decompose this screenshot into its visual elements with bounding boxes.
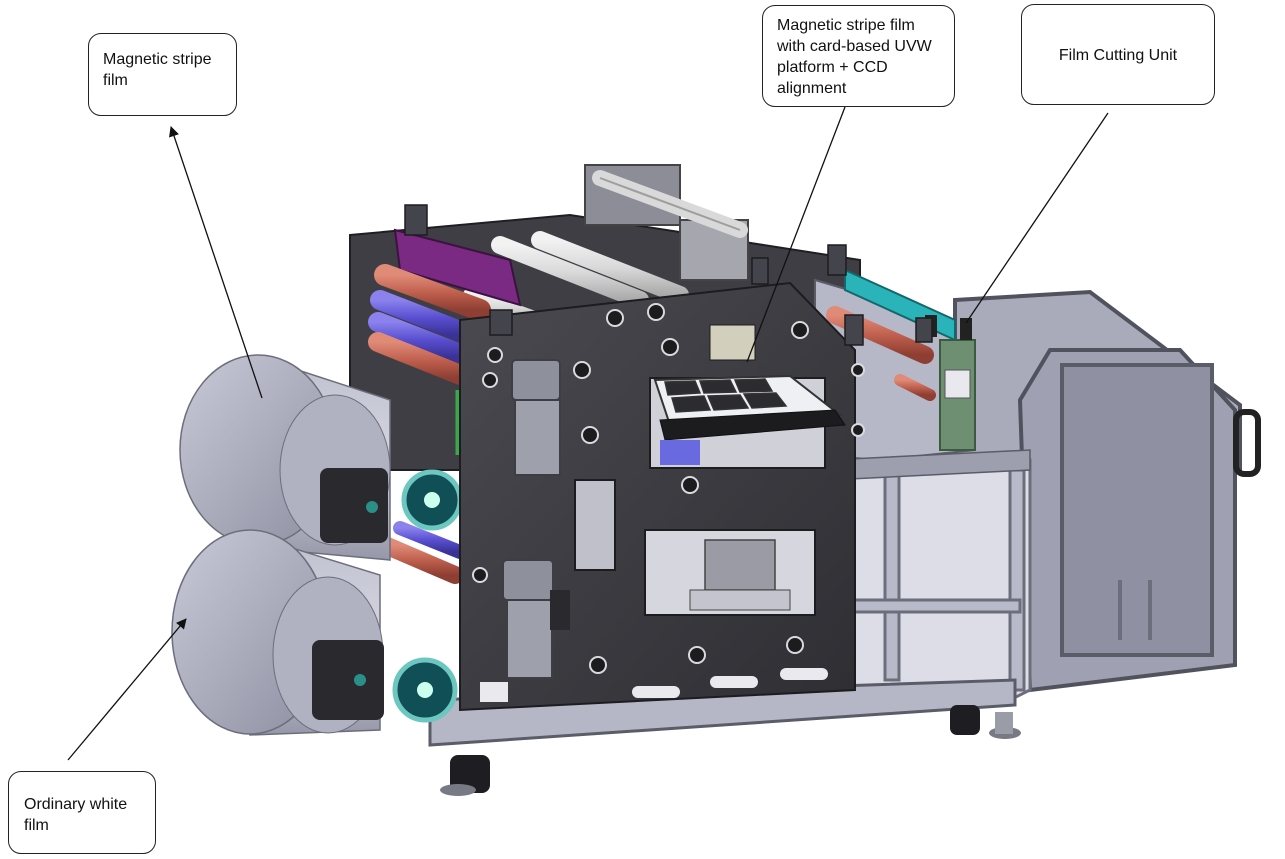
adjustment-knobs	[404, 204, 933, 346]
gear-motor-upper	[511, 359, 561, 476]
caster-wheels	[440, 705, 1021, 796]
leader-cutting-unit	[965, 112, 1109, 324]
callout-ordinary-white-film-text: Ordinary white film	[24, 796, 128, 834]
callout-film-cutting-unit-text: Film Cutting Unit	[1058, 47, 1178, 64]
top-unwinder	[584, 164, 749, 281]
callout-uvw-platform: Magnetic stripe film with card-based UVW…	[762, 5, 955, 107]
callout-ordinary-white-film: Ordinary white film	[8, 771, 156, 854]
leader-white-film	[67, 618, 187, 761]
leader-magnetic-stripe	[169, 126, 263, 399]
ordinary-white-film-roll	[171, 529, 458, 736]
purple-guide-bar	[393, 228, 522, 307]
magnetic-stripe-film-roll	[179, 354, 463, 561]
leader-uvw-platform	[746, 106, 846, 363]
callout-magnetic-stripe-film-text: Magnetic stripe film	[103, 51, 212, 89]
leader-lines	[67, 106, 1109, 761]
callout-magnetic-stripe-film: Magnetic stripe film	[88, 33, 237, 116]
bearing-holes	[472, 303, 865, 674]
lower-press-unit	[568, 539, 791, 611]
callout-uvw-platform-text: Magnetic stripe film with card-based UVW…	[777, 17, 932, 97]
callout-film-cutting-unit: Film Cutting Unit	[1021, 4, 1215, 105]
feed-rollers	[368, 264, 491, 584]
handle-icon	[1233, 409, 1261, 477]
gear-motor-lower	[502, 559, 570, 679]
uvw-ccd-platform	[653, 374, 846, 465]
